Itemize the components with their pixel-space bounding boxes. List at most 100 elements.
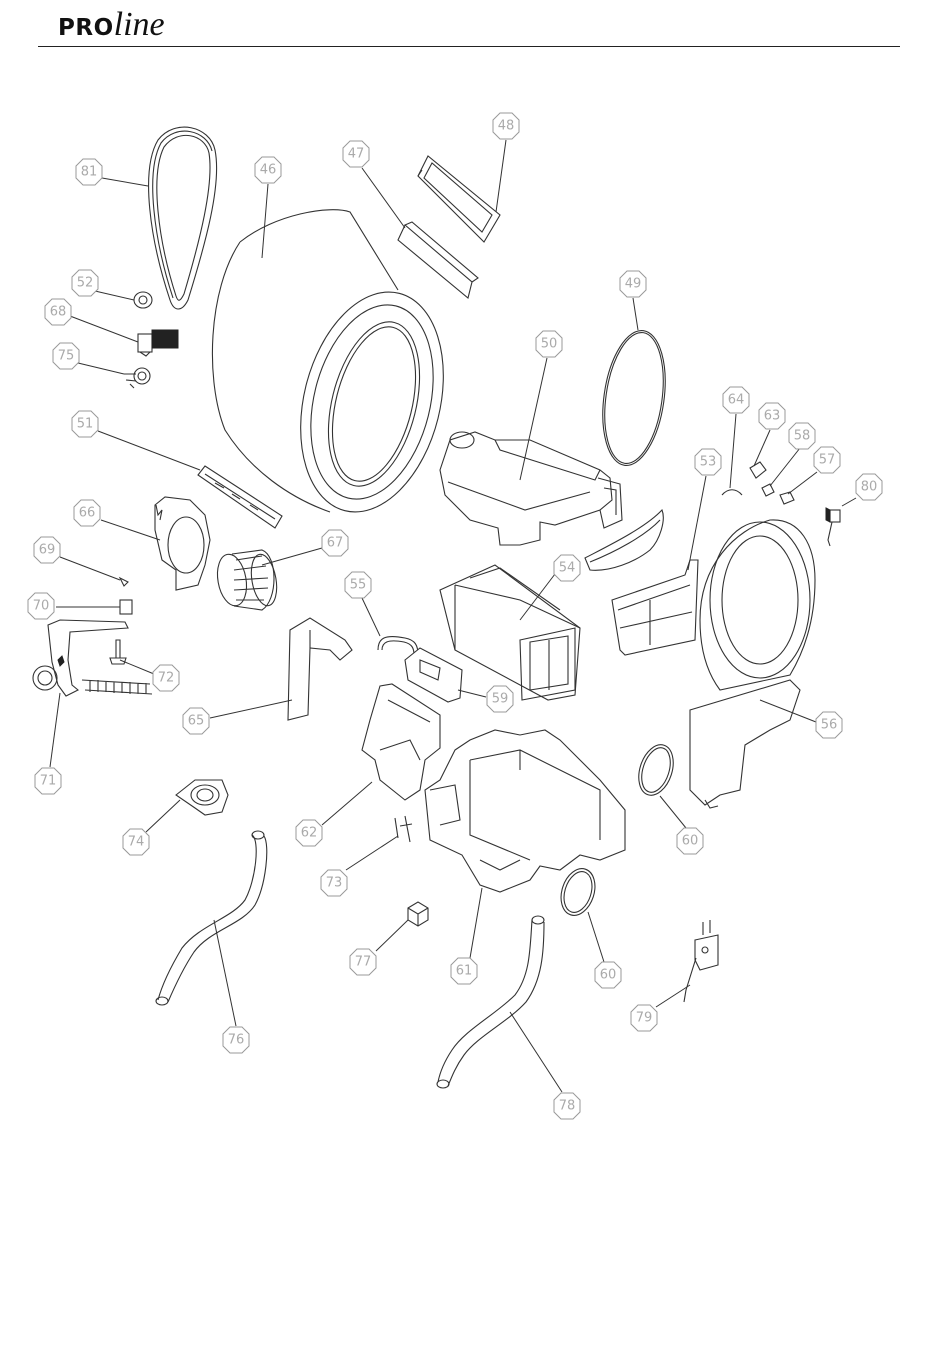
part-60-seal-upper <box>633 740 680 799</box>
callout-label: 49 <box>625 277 642 292</box>
part-47-lint-filter <box>398 222 478 298</box>
callout-label: 64 <box>728 393 745 408</box>
callout-69: 69 <box>34 537 60 563</box>
callout-48: 48 <box>493 113 519 139</box>
callout-label: 57 <box>819 453 836 468</box>
callout-label: 47 <box>348 147 365 162</box>
callout-64: 64 <box>723 387 749 413</box>
callout-79: 79 <box>631 1005 657 1031</box>
part-63-small-bracket <box>750 462 766 478</box>
callout-label: 55 <box>350 578 367 593</box>
part-73-pins <box>395 816 412 842</box>
callout-label: 74 <box>128 835 145 850</box>
part-75-thermostat <box>124 368 150 388</box>
callout-61: 61 <box>451 958 477 984</box>
part-64-clip <box>722 490 742 495</box>
callout-label: 73 <box>326 876 343 891</box>
part-77-block <box>408 902 428 926</box>
callout-label: 46 <box>260 163 277 178</box>
callout-53: 53 <box>695 449 721 475</box>
callout-75: 75 <box>53 343 79 369</box>
part-50-air-duct <box>440 432 622 545</box>
part-78-hose <box>437 916 544 1088</box>
callout-label: 59 <box>492 692 509 707</box>
callout-label: 72 <box>158 671 175 686</box>
part-53-door-filter <box>585 510 698 655</box>
part-52-bushing <box>134 292 152 308</box>
callout-66: 66 <box>74 500 100 526</box>
callout-label: 75 <box>58 349 75 364</box>
callout-47: 47 <box>343 141 369 167</box>
callout-46: 46 <box>255 157 281 183</box>
callout-63: 63 <box>759 403 785 429</box>
callout-label: 61 <box>456 964 473 979</box>
part-72-bolt <box>110 640 126 664</box>
callout-label: 69 <box>39 543 56 558</box>
callout-76: 76 <box>223 1027 249 1053</box>
callout-77: 77 <box>350 949 376 975</box>
part-61-base-frame <box>425 730 625 892</box>
callout-68: 68 <box>45 299 71 325</box>
callout-label: 71 <box>40 774 57 789</box>
callout-80: 80 <box>856 474 882 500</box>
callout-49: 49 <box>620 271 646 297</box>
callout-label: 68 <box>50 305 67 320</box>
callout-label: 60 <box>600 968 617 983</box>
callout-label: 60 <box>682 834 699 849</box>
part-66-fan-housing <box>155 497 210 590</box>
callout-label: 77 <box>355 955 372 970</box>
callout-label: 66 <box>79 506 96 521</box>
callout-label: 65 <box>188 714 205 729</box>
part-65-side-panel <box>288 618 352 720</box>
callout-62: 62 <box>296 820 322 846</box>
callout-81: 81 <box>76 159 102 185</box>
callout-label: 67 <box>327 536 344 551</box>
callout-50: 50 <box>536 331 562 357</box>
callout-78: 78 <box>554 1093 580 1119</box>
callout-54: 54 <box>554 555 580 581</box>
callout-label: 81 <box>81 165 98 180</box>
part-70-bracket <box>120 600 132 614</box>
callout-74: 74 <box>123 829 149 855</box>
callout-label: 79 <box>636 1011 653 1026</box>
callout-70: 70 <box>28 593 54 619</box>
callout-label: 78 <box>559 1099 576 1114</box>
callout-label: 53 <box>700 455 717 470</box>
part-69-screw <box>120 578 128 586</box>
part-80-door-switch <box>826 508 840 546</box>
callout-label: 63 <box>764 409 781 424</box>
callout-60-lower: 60 <box>595 962 621 988</box>
callout-label: 62 <box>301 826 318 841</box>
part-55-handle <box>378 637 418 656</box>
callout-label: 52 <box>77 276 94 291</box>
part-74-pump <box>176 780 228 815</box>
callout-label: 76 <box>228 1033 245 1048</box>
part-49-drum-seal <box>595 326 673 469</box>
callout-57: 57 <box>814 447 840 473</box>
part-57-small-part <box>780 492 794 504</box>
callout-label: 54 <box>559 561 576 576</box>
callout-label: 58 <box>794 429 811 444</box>
part-79-microswitch <box>684 920 718 1002</box>
part-51-lint-duct <box>198 466 282 528</box>
part-56-rear-panel <box>690 520 815 808</box>
callout-label: 50 <box>541 337 558 352</box>
callout-52: 52 <box>72 270 98 296</box>
callout-label: 80 <box>861 480 878 495</box>
part-59-switch-box <box>405 648 462 702</box>
part-60-seal-lower <box>555 864 600 920</box>
part-71-idler-assembly <box>33 620 152 696</box>
part-67-blower-wheel <box>214 550 281 610</box>
callout-label: 56 <box>821 718 838 733</box>
callout-label: 70 <box>33 599 50 614</box>
callout-67: 67 <box>322 530 348 556</box>
callout-55: 55 <box>345 572 371 598</box>
part-62-base-housing <box>362 684 440 800</box>
callout-label: 51 <box>77 417 94 432</box>
callout-51: 51 <box>72 411 98 437</box>
callout-65: 65 <box>183 708 209 734</box>
callout-56: 56 <box>816 712 842 738</box>
callout-71: 71 <box>35 768 61 794</box>
callout-59: 59 <box>487 686 513 712</box>
